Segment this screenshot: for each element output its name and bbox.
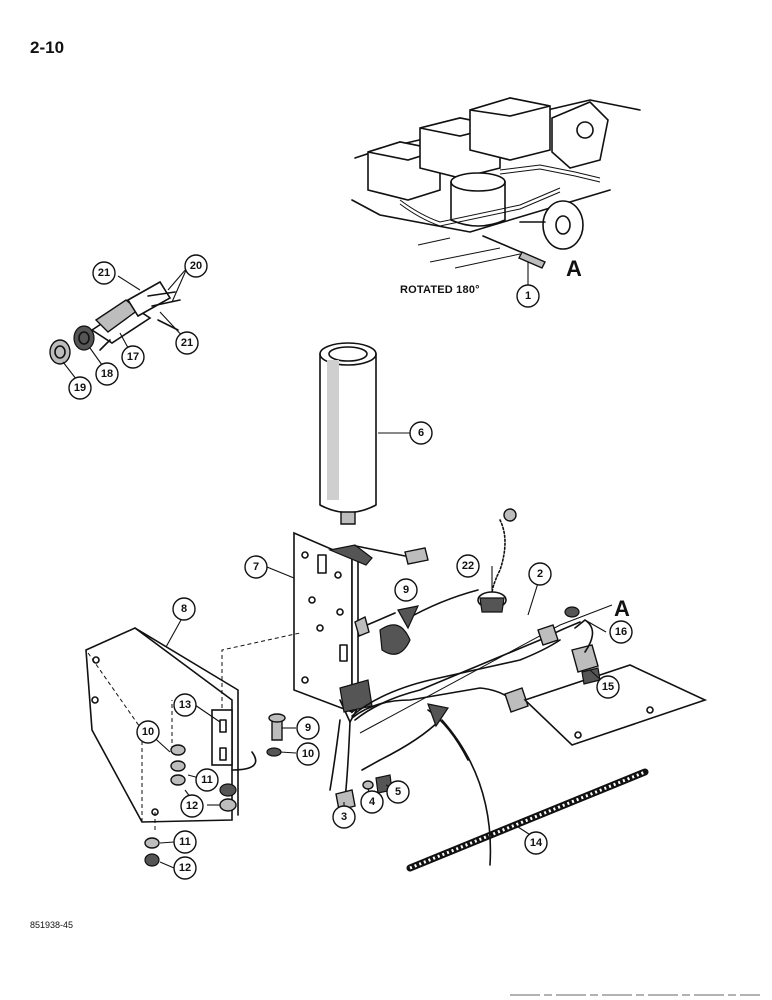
callout-12-lower: 12 [173, 856, 197, 880]
svg-text:21: 21 [181, 337, 193, 349]
callout-19: 19 [68, 376, 92, 400]
callout-4: 4 [360, 790, 384, 814]
filter-cylinder [319, 342, 377, 525]
svg-text:18: 18 [101, 368, 113, 380]
switch-22 [477, 591, 507, 613]
svg-text:3: 3 [341, 811, 347, 823]
svg-text:9: 9 [403, 584, 409, 596]
svg-text:9: 9 [305, 722, 311, 734]
svg-text:8: 8 [181, 603, 187, 615]
callout-21-upper: 21 [92, 261, 116, 285]
page-number: 2-10 [30, 38, 65, 57]
svg-text:2: 2 [537, 568, 543, 580]
svg-text:13: 13 [179, 699, 191, 711]
hardware-stacks [144, 713, 286, 867]
callout-12-upper: 12 [180, 794, 204, 818]
svg-text:17: 17 [127, 351, 139, 363]
svg-text:1: 1 [525, 290, 531, 302]
callout-13: 13 [173, 693, 197, 717]
svg-text:10: 10 [142, 726, 154, 738]
switch-assembly-inset [49, 280, 181, 365]
callout-16: 16 [609, 620, 633, 644]
arrow-upper-head [397, 605, 420, 630]
callout-15: 15 [596, 675, 620, 699]
callout-21-lower: 21 [175, 331, 199, 355]
callout-14: 14 [524, 831, 548, 855]
callout-17: 17 [121, 345, 145, 369]
valve-assembly-inset [351, 97, 641, 269]
svg-text:12: 12 [186, 800, 198, 812]
svg-text:4: 4 [369, 796, 376, 808]
svg-text:16: 16 [615, 626, 627, 638]
svg-text:15: 15 [602, 681, 614, 693]
callout-3: 3 [332, 805, 356, 829]
svg-text:21: 21 [98, 267, 110, 279]
connector-letter-a-harness: A [614, 596, 630, 621]
callout-20: 20 [184, 254, 208, 278]
rod-thread [409, 770, 646, 870]
rotated-180-label: ROTATED 180° [400, 284, 480, 296]
svg-text:5: 5 [395, 786, 401, 798]
svg-text:19: 19 [74, 382, 86, 394]
svg-text:6: 6 [418, 427, 424, 439]
arrow-long-curve [441, 719, 492, 866]
svg-text:7: 7 [253, 561, 259, 573]
callout-8: 8 [172, 597, 196, 621]
figure-code: 851938-45 [30, 920, 74, 930]
svg-text:12: 12 [179, 862, 191, 874]
svg-text:11: 11 [179, 836, 191, 848]
callout-9-upper: 9 [394, 578, 418, 602]
callout-2: 2 [528, 562, 552, 586]
callout-5: 5 [386, 780, 410, 804]
callout-22: 22 [456, 554, 480, 578]
callout-11-upper: 11 [195, 768, 219, 792]
callout-1: 1 [516, 284, 540, 308]
svg-text:22: 22 [462, 560, 474, 572]
callout-11-lower: 11 [173, 830, 197, 854]
svg-text:20: 20 [190, 260, 202, 272]
callout-10-left: 10 [136, 720, 160, 744]
angle-bracket [85, 627, 239, 823]
callout-6: 6 [409, 421, 433, 445]
svg-text:10: 10 [302, 748, 314, 760]
connector-letter-a-top: A [566, 256, 582, 281]
svg-text:11: 11 [201, 774, 213, 786]
callout-18: 18 [95, 362, 119, 386]
arrow-lower-head [427, 703, 449, 728]
wire-harness [329, 508, 613, 801]
callout-7: 7 [244, 555, 268, 579]
callout-9-lower: 9 [296, 716, 320, 740]
mounting-plate [293, 531, 429, 723]
callout-10-right: 10 [296, 742, 320, 766]
svg-text:14: 14 [530, 837, 543, 849]
